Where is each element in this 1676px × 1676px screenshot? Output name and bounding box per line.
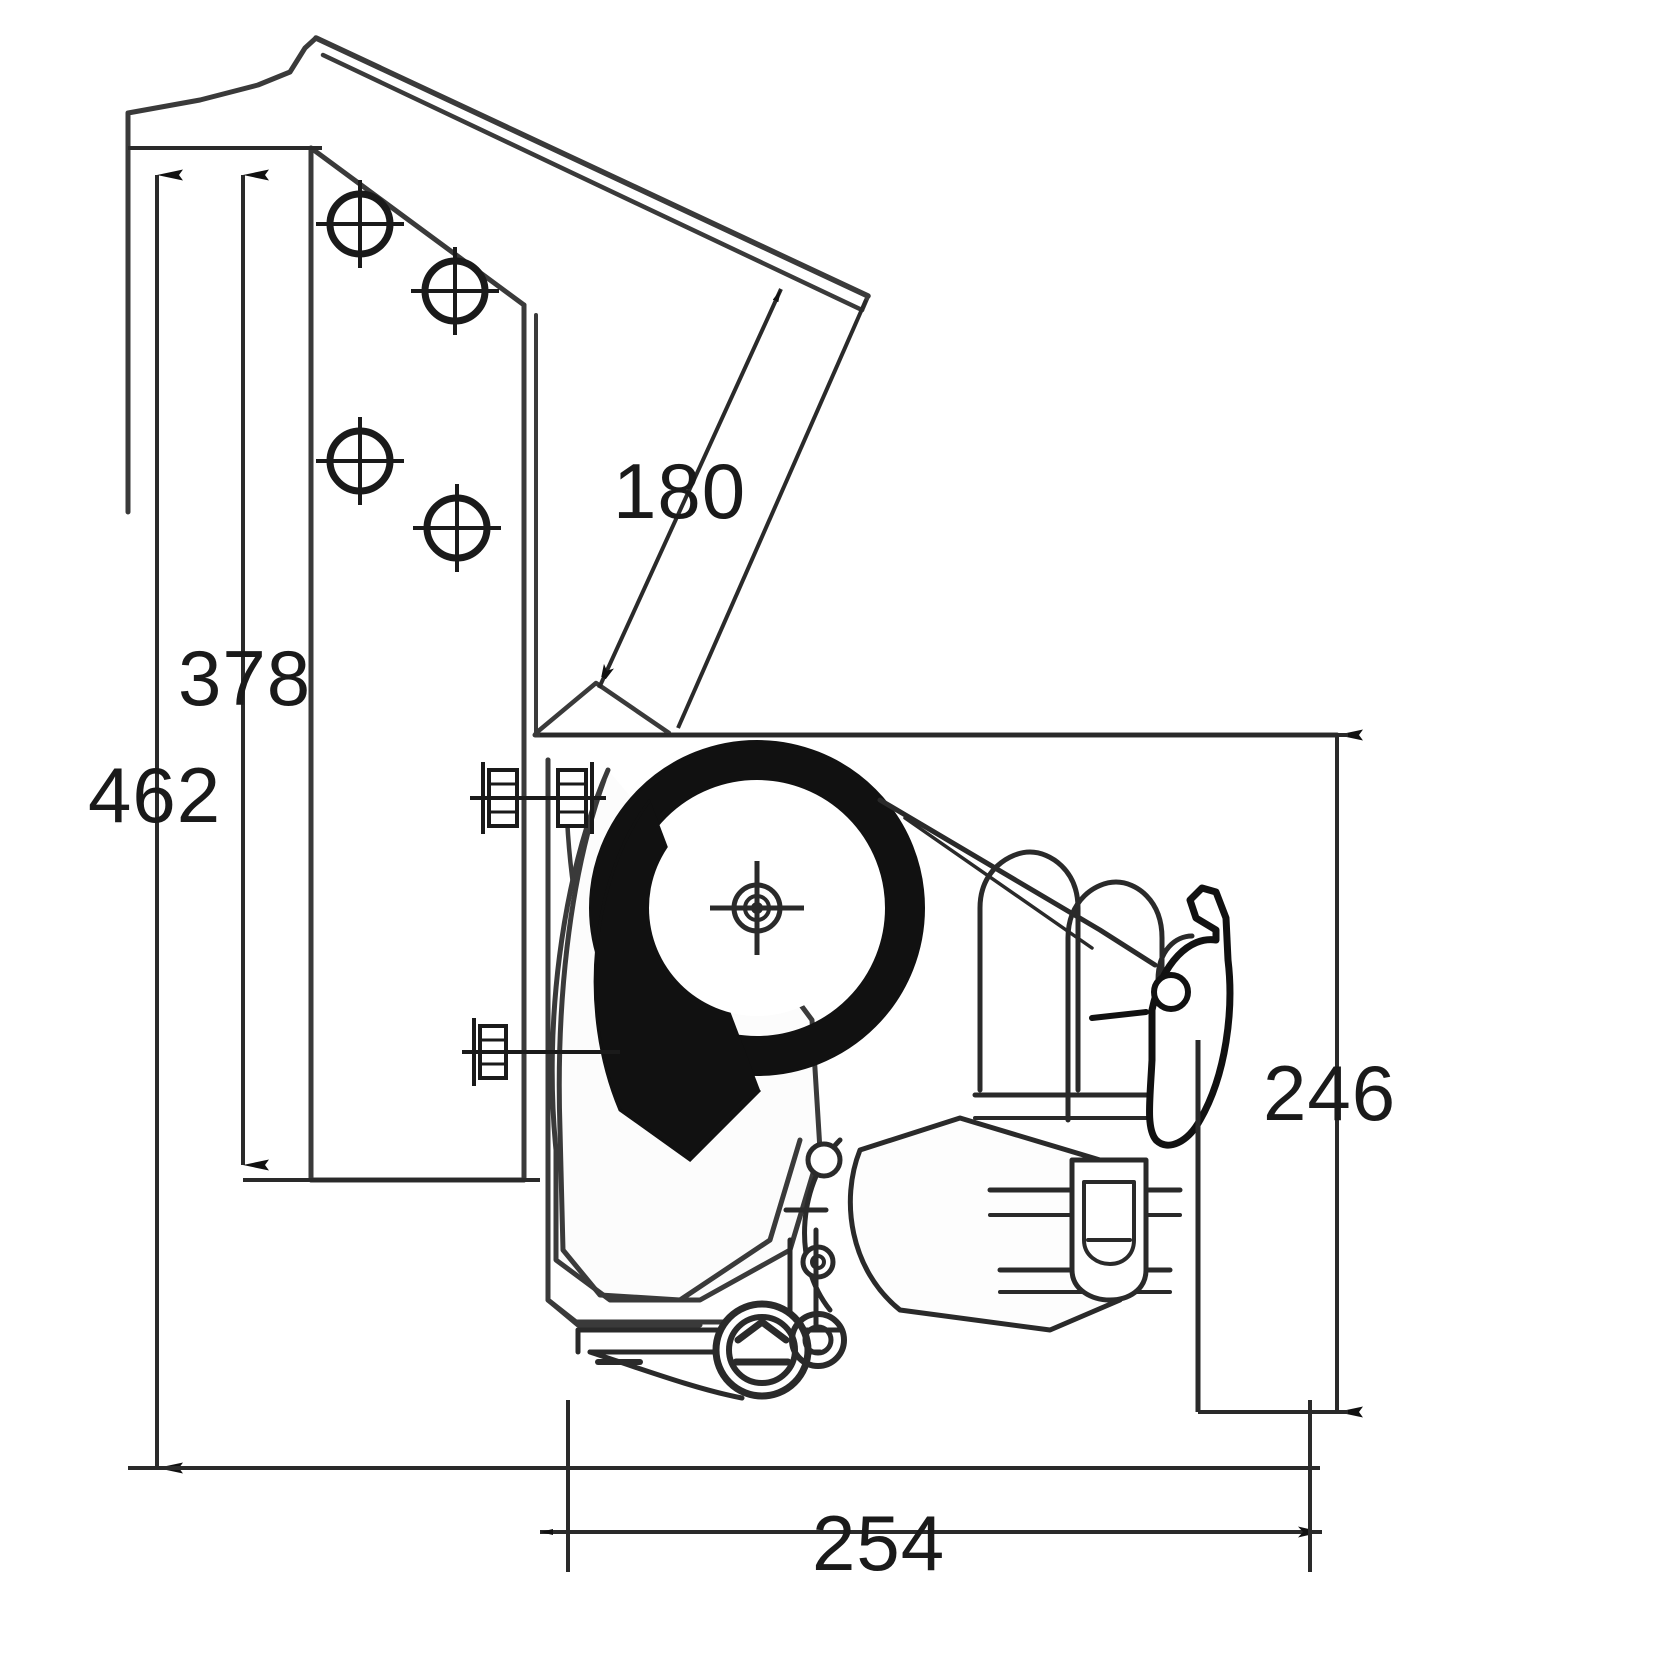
cylinder-2 (1065, 879, 1165, 1123)
wheel-center-mark (710, 861, 804, 955)
dimension-246 (540, 729, 1363, 1418)
pivot-bolt-chevron (734, 1318, 790, 1344)
dimension-378 (241, 169, 540, 1182)
lower-fastener (462, 1018, 620, 1086)
yoke-outer-edge (545, 757, 703, 1328)
hook-neck-line (1089, 1009, 1149, 1021)
plate-top-slant (308, 145, 527, 308)
dimension-254 (540, 1400, 1322, 1572)
brake-shoe-inner (1082, 1180, 1136, 1266)
wheel-assembly (589, 740, 925, 1162)
dim-180-line (597, 288, 783, 689)
dim-label-246: 246 (1263, 1049, 1396, 1137)
hook-pivot-hole (1151, 972, 1191, 1012)
housing-top-cover (877, 797, 1158, 968)
bolt-hole-3 (316, 417, 404, 505)
cylinder-1 (977, 849, 1081, 1093)
bracket-top-left-profile (125, 35, 319, 515)
dim-label-378: 378 (178, 634, 311, 722)
bolt-hole-1 (316, 180, 404, 268)
latch-hook-group (1089, 884, 1234, 1149)
dim-180-ext-right (676, 299, 868, 729)
brake-shoe (1069, 1157, 1149, 1303)
fastener-group (462, 762, 620, 1086)
dimension-462 (128, 146, 1320, 1474)
fork-overlay (545, 757, 803, 1328)
web-lower-vee (533, 680, 672, 736)
base-frame-group (575, 1207, 847, 1401)
base-bar-slant (587, 1349, 745, 1401)
bolt-hole-group (316, 180, 501, 572)
rail-bottom-edge (320, 52, 865, 313)
pivot-washer-inner (802, 1324, 834, 1356)
hook-body (1146, 884, 1234, 1149)
housing-top-cover-inner (903, 816, 1094, 950)
boss-upper (805, 1141, 843, 1179)
dim-label-180: 180 (613, 447, 746, 535)
pivot-washer (789, 1311, 847, 1369)
dimension-180 (597, 288, 868, 729)
rail-top-edge (313, 35, 871, 299)
dim-label-254: 254 (812, 1499, 945, 1587)
bolt-hole-2 (411, 247, 499, 335)
pivot-bolt-inner (726, 1314, 798, 1386)
bolt-hole-4 (413, 484, 501, 572)
upper-fastener (470, 762, 606, 834)
dim-label-462: 462 (88, 751, 221, 839)
brake-housing-group (800, 797, 1195, 1333)
fork-silhouette (556, 777, 803, 1303)
